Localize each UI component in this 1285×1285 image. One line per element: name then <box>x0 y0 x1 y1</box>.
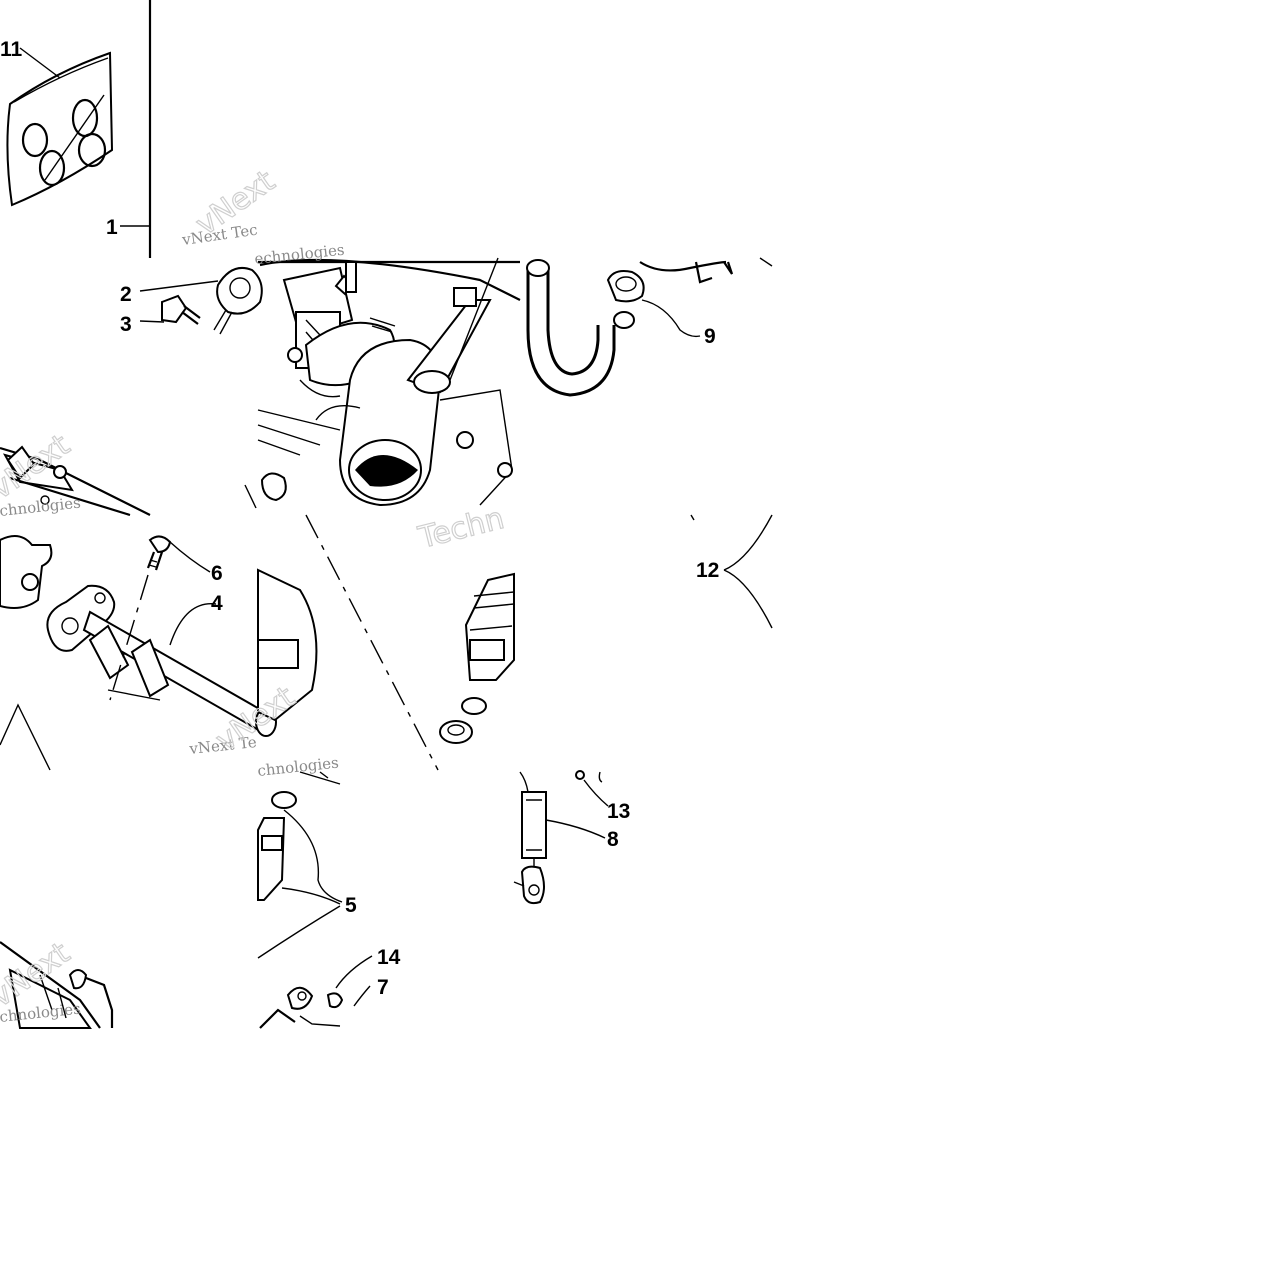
callout-8: 8 <box>607 828 619 851</box>
hose-clamp <box>606 270 701 338</box>
svg-text:chnologies: chnologies <box>257 754 340 780</box>
callout-9: 9 <box>704 325 716 348</box>
kit-bracket <box>120 0 152 258</box>
callout-6: 6 <box>211 562 223 585</box>
callout-5: 5 <box>345 894 357 917</box>
fuel-injector <box>305 514 515 771</box>
support-lines <box>0 568 318 771</box>
callout-13: 13 <box>607 800 630 823</box>
callout-4: 4 <box>211 592 223 615</box>
fuel-rail-left <box>0 445 287 517</box>
svg-text:echnologies: echnologies <box>254 241 346 268</box>
ground-strap <box>513 770 609 905</box>
svg-text:Techn: Techn <box>414 501 507 556</box>
throttle-body <box>257 257 521 507</box>
fuel-rail-lower <box>0 941 114 1029</box>
callout-labels: 11 1 2 3 9 6 4 12 13 8 5 14 7 <box>0 38 719 999</box>
screw-6 <box>109 535 211 701</box>
callout-3: 3 <box>120 313 132 336</box>
callout-2: 2 <box>120 283 132 306</box>
item-12-brace <box>690 514 773 629</box>
ground-strap-lower <box>259 955 373 1029</box>
hex-screw <box>139 294 201 325</box>
callout-12: 12 <box>696 559 719 582</box>
mounting-bracket-top <box>639 257 773 284</box>
throttle-body-left-fragment <box>0 535 53 609</box>
injector-o-rings <box>257 771 343 959</box>
gasket-kit-bag <box>6 47 114 207</box>
vacuum-hose <box>526 259 635 397</box>
fuel-rail <box>46 584 277 737</box>
callout-14: 14 <box>377 946 401 969</box>
sensor-bracket <box>139 266 263 335</box>
callout-11: 11 <box>0 38 23 61</box>
callout-1: 1 <box>106 216 118 239</box>
callout-7: 7 <box>377 976 389 999</box>
